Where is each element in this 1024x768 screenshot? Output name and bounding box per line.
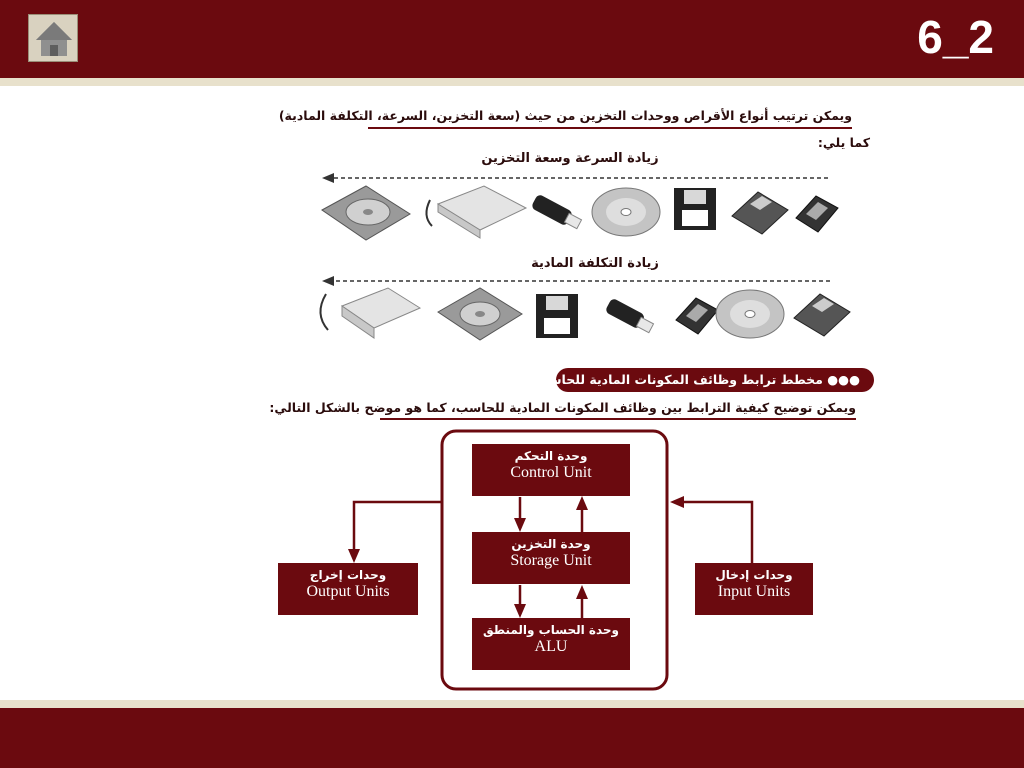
output-units-english: Output Units xyxy=(306,583,390,600)
input-units-box: وحدات إدخال Input Units xyxy=(695,563,813,615)
output-units-box: وحدات إخراج Output Units xyxy=(278,563,418,615)
functions-section-title: ●●● مخطط ترابط وظائف المكونات المادية لل… xyxy=(531,368,874,392)
storage-unit-arabic: وحدة التخزين xyxy=(511,537,591,551)
input-units-english: Input Units xyxy=(717,583,791,600)
storage-unit-box: وحدة التخزين Storage Unit xyxy=(472,532,630,584)
cost-devices-row xyxy=(319,287,851,341)
memory-card-icon xyxy=(795,195,839,233)
hard-disk-icon xyxy=(437,287,523,341)
control-unit-arabic: وحدة التحكم xyxy=(514,449,588,463)
storage-intro-line: ويمكن ترتيب أنواع الأقراص ووحدات التخزين… xyxy=(279,108,852,129)
floppy-disk-icon xyxy=(731,191,789,235)
floppy-disk-icon xyxy=(793,293,851,337)
zip-disk-icon xyxy=(536,294,578,338)
footer-stripe xyxy=(0,700,1024,708)
slide-number: 6_2 xyxy=(917,11,994,63)
input-to-cpu-arrow xyxy=(670,496,684,508)
cpu-to-output-arrow xyxy=(348,549,360,563)
alu-box: وحدة الحساب والمنطق ALU xyxy=(472,618,630,670)
zip-disk-icon xyxy=(674,188,716,230)
home-button[interactable] xyxy=(28,14,78,62)
control-to-storage-arrow xyxy=(514,518,526,532)
house-icon xyxy=(36,22,72,56)
storage-intro-continuation: كما يلي: xyxy=(817,135,870,150)
cost-label: زيادة التكلفة المادية xyxy=(531,256,659,271)
functions-description: ويمكن توضيح كيفية الترابط بين وظائف المك… xyxy=(269,400,856,420)
speed-devices-row xyxy=(321,185,839,241)
external-hard-disk-icon xyxy=(319,287,422,339)
storage-to-control-arrow xyxy=(576,496,588,510)
header-stripe xyxy=(0,78,1024,86)
control-unit-box: وحدة التحكم Control Unit xyxy=(472,444,630,496)
header-bar xyxy=(0,0,1024,78)
storage-unit-english: Storage Unit xyxy=(510,552,592,569)
usb-flash-icon xyxy=(606,299,655,334)
storage-to-alu-arrow xyxy=(514,604,526,618)
output-units-arabic: وحدات إخراج xyxy=(309,568,387,582)
external-hard-disk-icon xyxy=(425,185,528,239)
cd-disc-icon xyxy=(591,187,661,237)
footer-bar xyxy=(0,708,1024,768)
cd-disc-icon xyxy=(715,289,785,339)
alu-english: ALU xyxy=(534,638,568,655)
speed-capacity-label: زيادة السرعة وسعة التخزين xyxy=(481,151,659,166)
alu-arabic: وحدة الحساب والمنطق xyxy=(482,623,620,637)
memory-card-icon xyxy=(675,297,719,335)
alu-to-storage-arrow xyxy=(576,585,588,599)
hard-disk-icon xyxy=(321,185,411,241)
usb-flash-icon xyxy=(532,195,583,230)
control-unit-english: Control Unit xyxy=(510,464,592,481)
input-units-arabic: وحدات إدخال xyxy=(715,568,793,582)
